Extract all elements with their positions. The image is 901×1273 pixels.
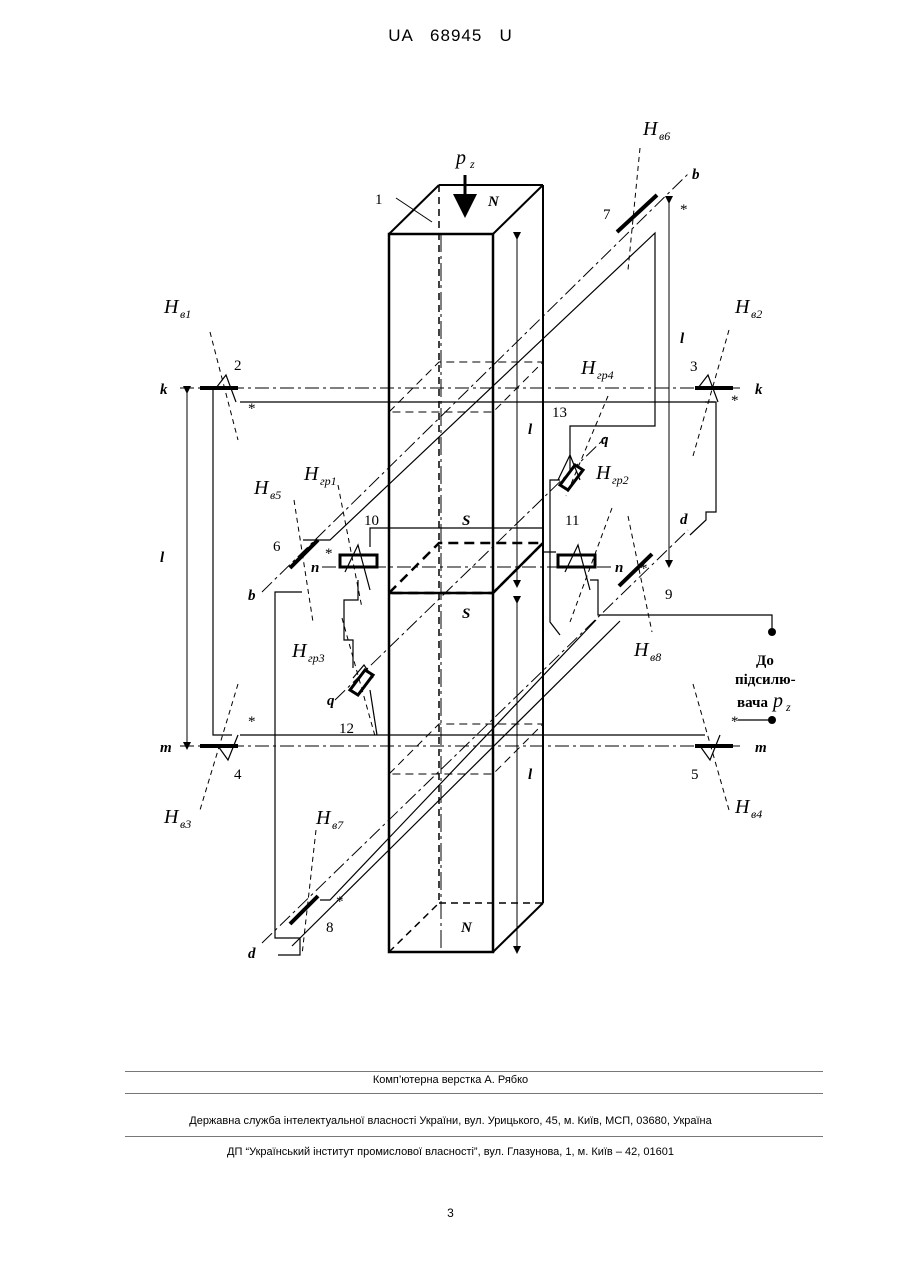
axis-b-top: b (692, 167, 700, 183)
pole-bottom: N (460, 920, 473, 936)
star-3: * (248, 714, 256, 730)
dimension-lines (187, 200, 669, 950)
sensor-hv8: H (633, 639, 650, 661)
terminal-bottom (768, 716, 776, 724)
num-13: 13 (552, 405, 567, 421)
sensor-hgr3: H (291, 640, 308, 662)
labels: p z N N S S 1 2 3 4 5 6 7 8 9 10 11 12 1… (160, 147, 767, 962)
amp-line3: вача (737, 695, 768, 711)
sensor-bars (200, 195, 733, 924)
star-4: * (731, 714, 739, 730)
num-9: 9 (665, 587, 673, 603)
sensor-hv6: H (642, 118, 659, 140)
sensor-hgr2-sub: гр2 (612, 473, 629, 487)
axis-q-bottom: q (327, 693, 335, 709)
sensor-hv5: H (253, 477, 270, 499)
star-6: * (680, 202, 688, 218)
sensor-hv4-sub: в4 (751, 807, 762, 821)
amplifier-label: До підсилю- вача p z (735, 653, 796, 714)
sensor-hgr4-sub: гр4 (597, 368, 614, 382)
label-pz: p (454, 147, 466, 169)
axis-n-left: n (311, 560, 319, 576)
magnet-bar (389, 185, 543, 952)
axis-n-right: n (615, 560, 623, 576)
dim-l-lower: l (528, 767, 533, 783)
star-7: * (336, 894, 344, 910)
axis-lines (180, 174, 740, 943)
star-2: * (731, 393, 739, 409)
star-5: * (325, 546, 333, 562)
terminal-top (768, 628, 776, 636)
num-11: 11 (565, 513, 579, 529)
footer-rule-3 (125, 1136, 823, 1137)
sensor-hv2: H (734, 296, 751, 318)
footer-layout-credit: Комп’ютерна верстка А. Рябко (0, 1074, 901, 1086)
star-8: * (640, 561, 648, 577)
amp-var: p (771, 690, 783, 712)
star-1: * (248, 401, 256, 417)
sensor-hv2-sub: в2 (751, 307, 762, 321)
sensor-hv1: H (163, 296, 180, 318)
leader-1 (396, 198, 432, 222)
amp-line1: До (756, 653, 774, 669)
sensor-hv7-sub: в7 (332, 818, 344, 832)
dim-l-left: l (160, 550, 165, 566)
num-4: 4 (234, 767, 242, 783)
num-6: 6 (273, 539, 281, 555)
num-1: 1 (375, 192, 383, 208)
sensor-hv8-sub: в8 (650, 650, 661, 664)
sensor-hgr3-sub: гр3 (308, 651, 325, 665)
pole-top: N (487, 194, 500, 210)
sensor-hgr2: H (595, 462, 612, 484)
num-7: 7 (603, 207, 611, 223)
footer-rule-2 (125, 1093, 823, 1094)
num-5: 5 (691, 767, 699, 783)
sensor-hv6-sub: в6 (659, 129, 670, 143)
amp-line2: підсилю- (735, 672, 796, 688)
axis-q-top: q (601, 432, 609, 448)
num-8: 8 (326, 920, 334, 936)
sensor-hv7: H (315, 807, 332, 829)
num-3: 3 (690, 359, 698, 375)
axis-k-left: k (160, 382, 168, 398)
axis-b-bottom: b (248, 588, 256, 604)
footer-rule-1 (125, 1071, 823, 1072)
footer-agency: Державна служба інтелектуальної власност… (0, 1115, 901, 1127)
pole-mid-bottom: S (462, 606, 470, 622)
axis-m-right: m (755, 740, 767, 756)
sensor-hv3: H (163, 806, 180, 828)
num-12: 12 (339, 721, 354, 737)
amp-var-sub: z (785, 700, 791, 714)
sensor-hgr1: H (303, 463, 320, 485)
sensor-hv4: H (734, 796, 751, 818)
sensor-hgr1-sub: гр1 (320, 474, 337, 488)
label-pz-sub: z (469, 157, 475, 171)
sensor-hv1-sub: в1 (180, 307, 191, 321)
axis-d-top: d (680, 512, 688, 528)
num-10: 10 (364, 513, 379, 529)
sensor-hv3-sub: в3 (180, 817, 191, 831)
dim-l-upper: l (528, 422, 533, 438)
num-2: 2 (234, 358, 242, 374)
sensor-hv5-sub: в5 (270, 488, 281, 502)
axis-k-right: k (755, 382, 763, 398)
sensor-hgr4: H (580, 357, 597, 379)
footer-institute: ДП “Український інститут промислової вла… (0, 1146, 901, 1158)
axis-d-bottom: d (248, 946, 256, 962)
pole-mid-top: S (462, 513, 470, 529)
axis-m-left: m (160, 740, 172, 756)
page-number: 3 (0, 1206, 901, 1220)
dim-l-right: l (680, 331, 685, 347)
